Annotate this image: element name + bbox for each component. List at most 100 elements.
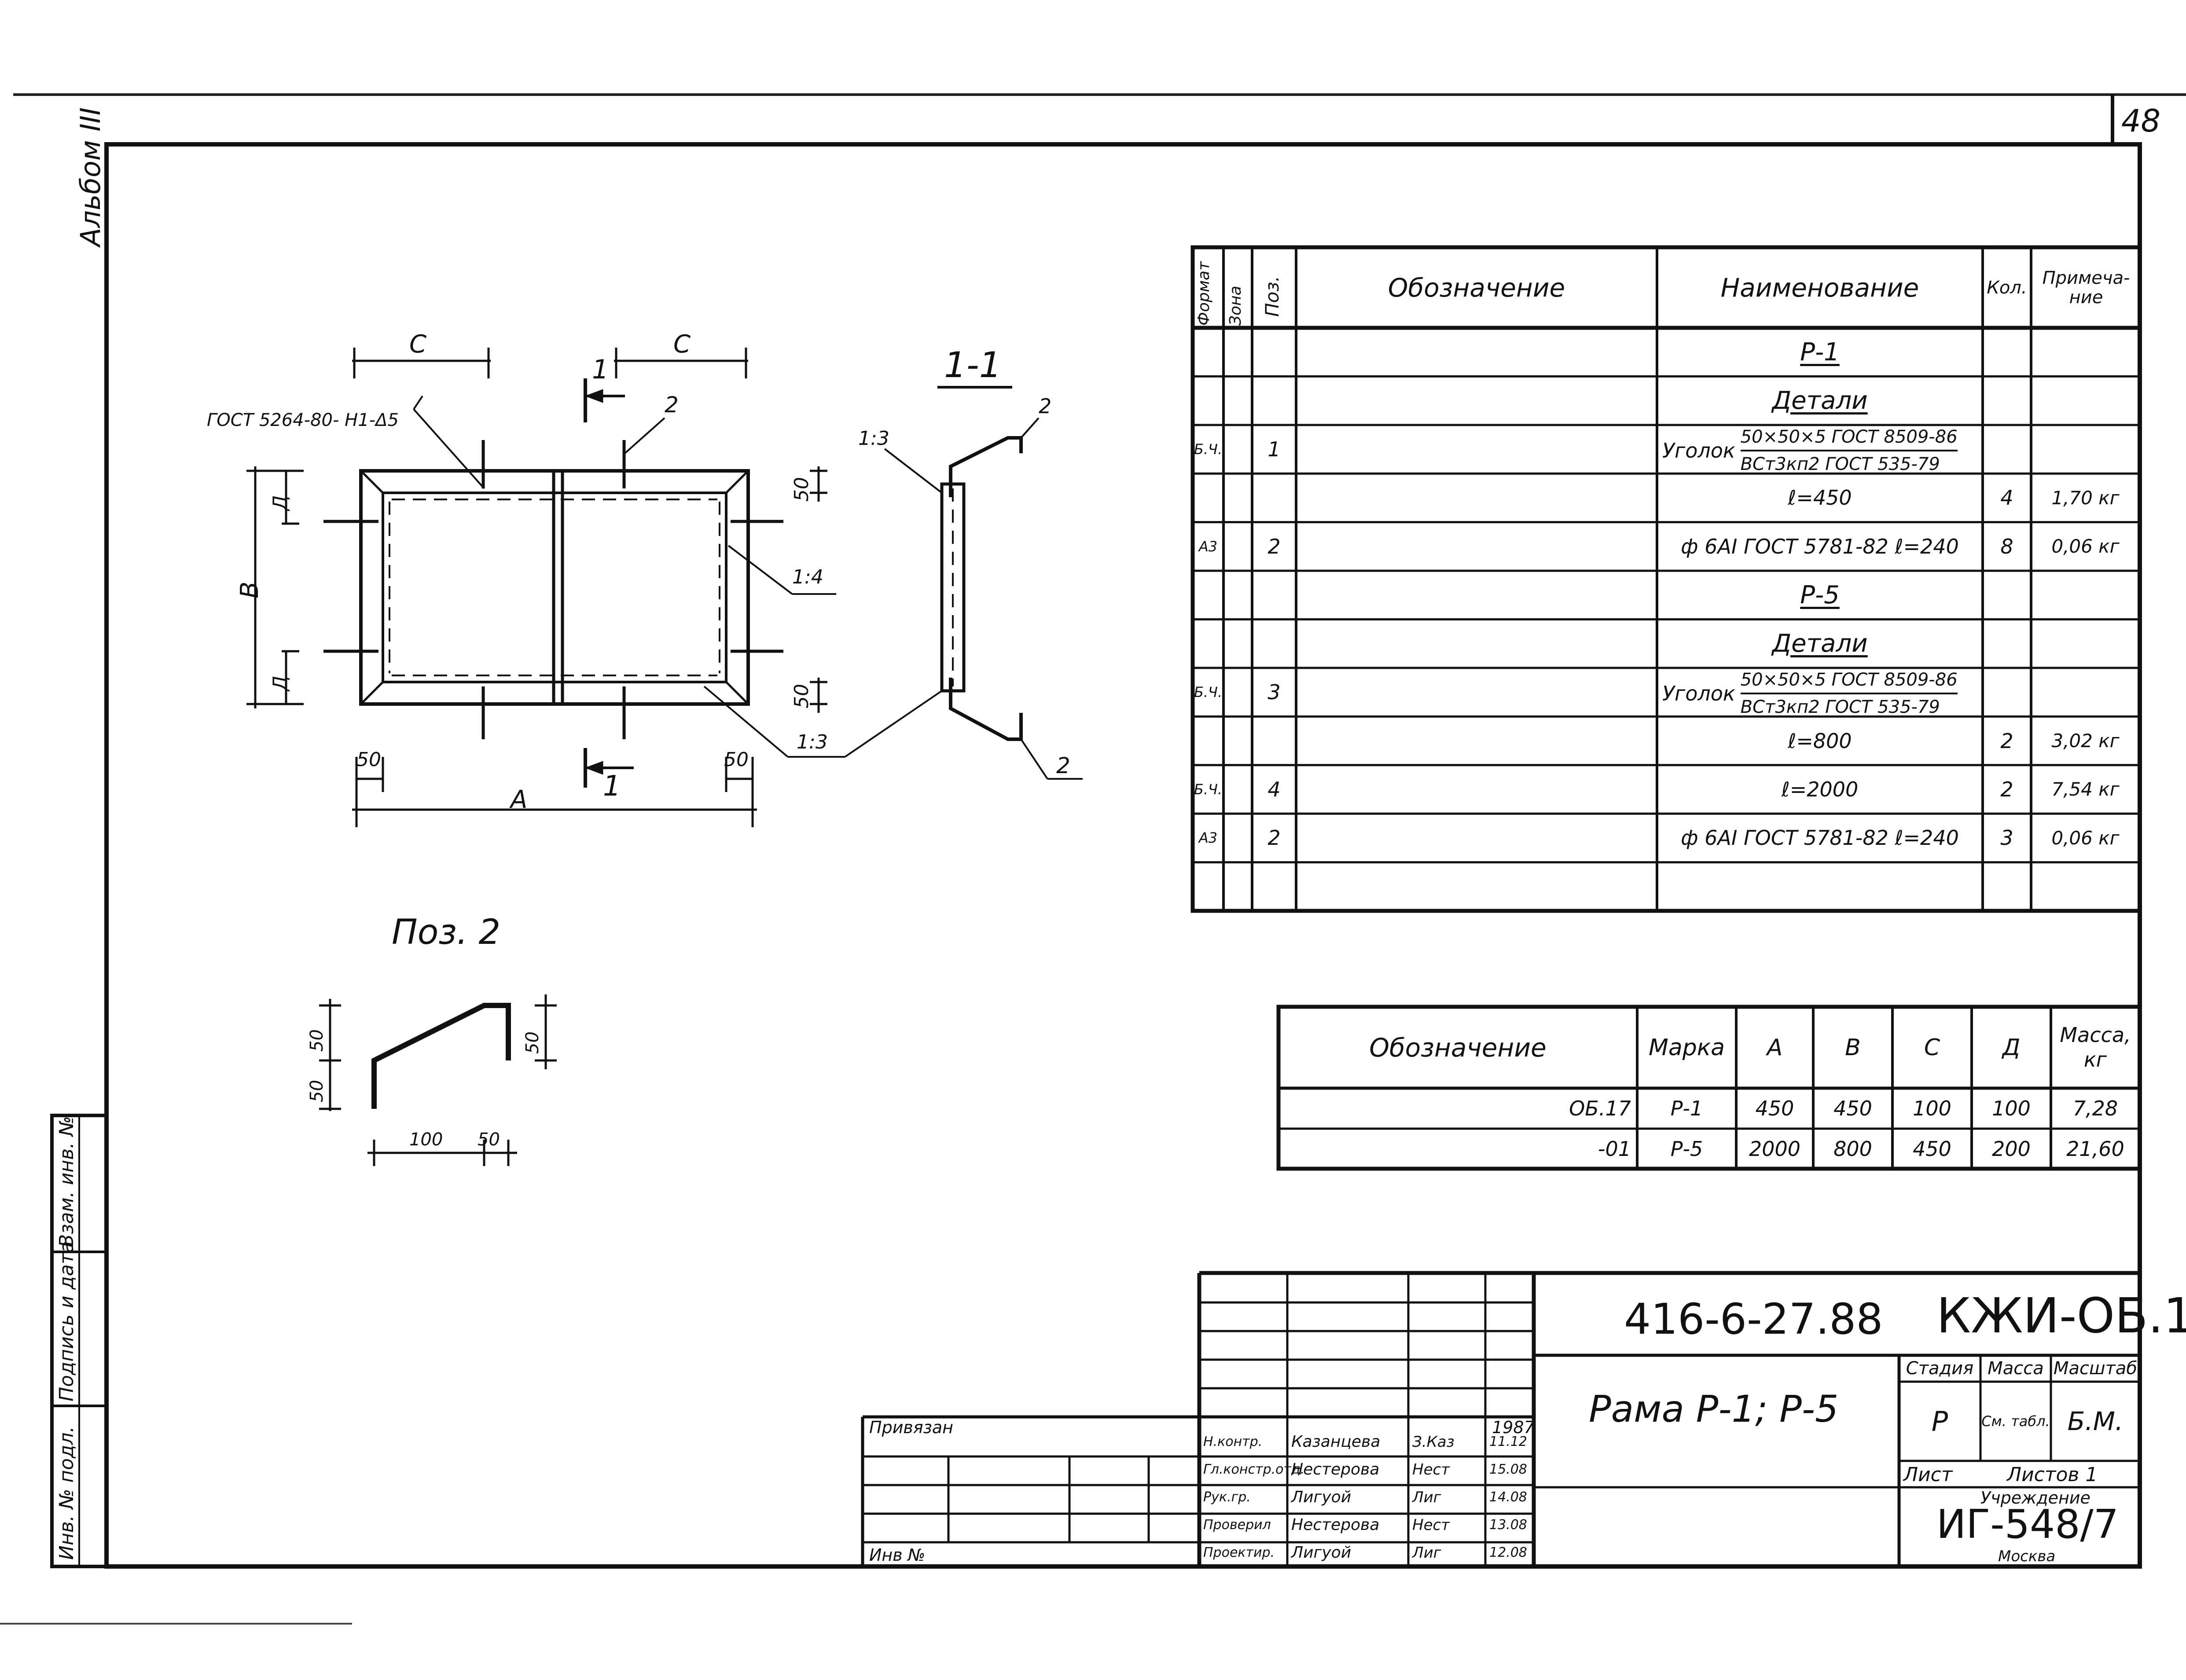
spec-cell-note: 1,70 кг [2051, 487, 2120, 509]
spec-cell-name: ф 6АI ГОСТ 5781-82 ℓ=240 [1681, 534, 1959, 558]
side-stamp-sign-date: Подпись и дата [55, 1241, 78, 1401]
marks-header-c: С [1924, 1034, 1940, 1061]
spec-cell-format [1193, 862, 1223, 911]
signature-sig: Лиг [1412, 1488, 1441, 1506]
spec-cell-name: Р-1 [1800, 337, 1840, 367]
doc-code: КЖИ-ОБ.17 [1936, 1288, 2186, 1344]
spec-cell-format: А3 [1198, 829, 1218, 847]
signature-role: Рук.гр. [1203, 1489, 1251, 1505]
spec-cell-name: Р-5 [1800, 580, 1840, 609]
spec-cell-note: 0,06 кг [2051, 827, 2120, 849]
spec-cell-qty [1983, 328, 2031, 376]
spec-cell-note [2031, 668, 2140, 716]
plan-view [246, 348, 845, 827]
spec-cell-pos: 2 [1268, 534, 1281, 558]
bound-label: Привязан [869, 1418, 953, 1437]
marks-header-b: В [1845, 1034, 1861, 1061]
dim-c-right: С [673, 330, 691, 359]
marks-header-designation: Обозначение [1369, 1032, 1547, 1063]
spec-cell-qty [1983, 376, 2031, 425]
marks-cell-b: 450 [1833, 1097, 1872, 1120]
marks-cell-d: 200 [1992, 1137, 2031, 1161]
marks-cell-b: 800 [1833, 1137, 1872, 1161]
org-label: Учреждение [1980, 1488, 2090, 1508]
signature-date: 15.08 [1489, 1462, 1527, 1477]
stage-label: Стадия [1906, 1358, 1974, 1379]
spec-cell-pos [1252, 376, 1296, 425]
marks-cell-d: 100 [1992, 1097, 2031, 1120]
spec-cell-note [2031, 862, 2140, 911]
inv-no-label: Инв № [869, 1545, 926, 1565]
side-stamp-inv-orig: Инв. № подл. [55, 1426, 78, 1560]
sheet-number: 48 [2121, 103, 2161, 139]
spec-cell-pos [1252, 328, 1296, 376]
marks-cell-mass: 21,60 [2066, 1137, 2124, 1161]
spec-cell-format: Б.Ч. [1194, 684, 1223, 701]
spec-cell-note [2031, 328, 2140, 376]
spec-name-top: 50×50×5 ГОСТ 8509-86 [1740, 426, 1958, 451]
spec-name-prefix: Уголок [1662, 681, 1735, 705]
title-block-grid [861, 1271, 2140, 1566]
marks-cell-c: 100 [1913, 1097, 1951, 1120]
signature-sig: Нест [1412, 1516, 1450, 1534]
signature-name: Казанцева [1291, 1433, 1381, 1451]
stage-value: Р [1931, 1405, 1948, 1438]
marks-header-a: А [1767, 1034, 1783, 1061]
spec-cell-pos [1252, 620, 1296, 668]
signature-name: Лигуой [1291, 1544, 1352, 1562]
dim-50-top: 50 [790, 477, 813, 502]
project-code: 416-6-27.88 [1624, 1295, 1883, 1344]
spec-name-bottom: ВСт3кп2 ГОСТ 535-79 [1740, 697, 1940, 717]
marks-table-grid [1276, 1005, 2142, 1171]
signature-name: Нестерова [1291, 1516, 1380, 1534]
signature-sig: Лиг [1412, 1544, 1441, 1562]
plan-callout-2: 2 [665, 392, 679, 418]
year-value: 1987 [1492, 1418, 1535, 1437]
weld-note: ГОСТ 5264-80- Н1-Δ5 [207, 410, 399, 430]
pos2-dim-50-c: 50 [522, 1031, 543, 1054]
section-title: 1-1 [944, 345, 1002, 385]
signature-sig: З.Каз [1412, 1433, 1455, 1451]
spec-cell-note [2031, 425, 2140, 473]
section-callout-2-bottom: 2 [1056, 753, 1070, 778]
dim-a: А [511, 785, 528, 814]
spec-cell-pos [1252, 473, 1296, 522]
spec-cell-qty: 2 [2000, 777, 2013, 801]
pos2-title: Поз. 2 [392, 913, 501, 952]
dim-b: В [235, 581, 264, 598]
marks-cell-designation: -01 [1598, 1137, 1631, 1161]
signature-role: Н.контр. [1203, 1434, 1263, 1449]
spec-name-top: 50×50×5 ГОСТ 8509-86 [1740, 669, 1958, 694]
marks-cell-c: 450 [1913, 1137, 1951, 1161]
pos2-dim-50-b: 50 [307, 1080, 327, 1102]
spec-cell-qty [1983, 668, 2031, 716]
signature-role: Гл.констр.отд. [1203, 1462, 1305, 1477]
spec-cell-name: Детали [1772, 386, 1868, 415]
marks-header-mass: Масса, кг [2060, 1023, 2131, 1071]
marks-cell-a: 450 [1755, 1097, 1794, 1120]
spec-cell-format: А3 [1198, 538, 1218, 555]
spec-cell-qty [1983, 425, 2031, 473]
spec-cell-name: ℓ=800 [1788, 729, 1852, 753]
spec-cell-name: Детали [1772, 629, 1868, 658]
dim-50-bottom: 50 [790, 684, 813, 708]
spec-cell-name [1657, 862, 1983, 911]
spec-table-grid [1190, 245, 2142, 913]
spec-cell-qty: 4 [2000, 486, 2013, 510]
spec-cell-pos: 2 [1268, 826, 1281, 850]
pos2-view [319, 994, 557, 1166]
spec-header-zone: Зона [1227, 286, 1245, 326]
spec-cell-qty: 2 [2000, 729, 2013, 753]
scale-value: Б.М. [2067, 1406, 2124, 1436]
spec-cell-pos: 1 [1268, 437, 1281, 462]
spec-cell-format [1193, 571, 1223, 619]
spec-header-note: Примеча-ние [2042, 268, 2130, 308]
spec-cell-qty [1983, 862, 2031, 911]
marks-cell-designation: ОБ.17 [1569, 1097, 1631, 1120]
sheets-label: Листов 1 [2007, 1464, 2098, 1486]
